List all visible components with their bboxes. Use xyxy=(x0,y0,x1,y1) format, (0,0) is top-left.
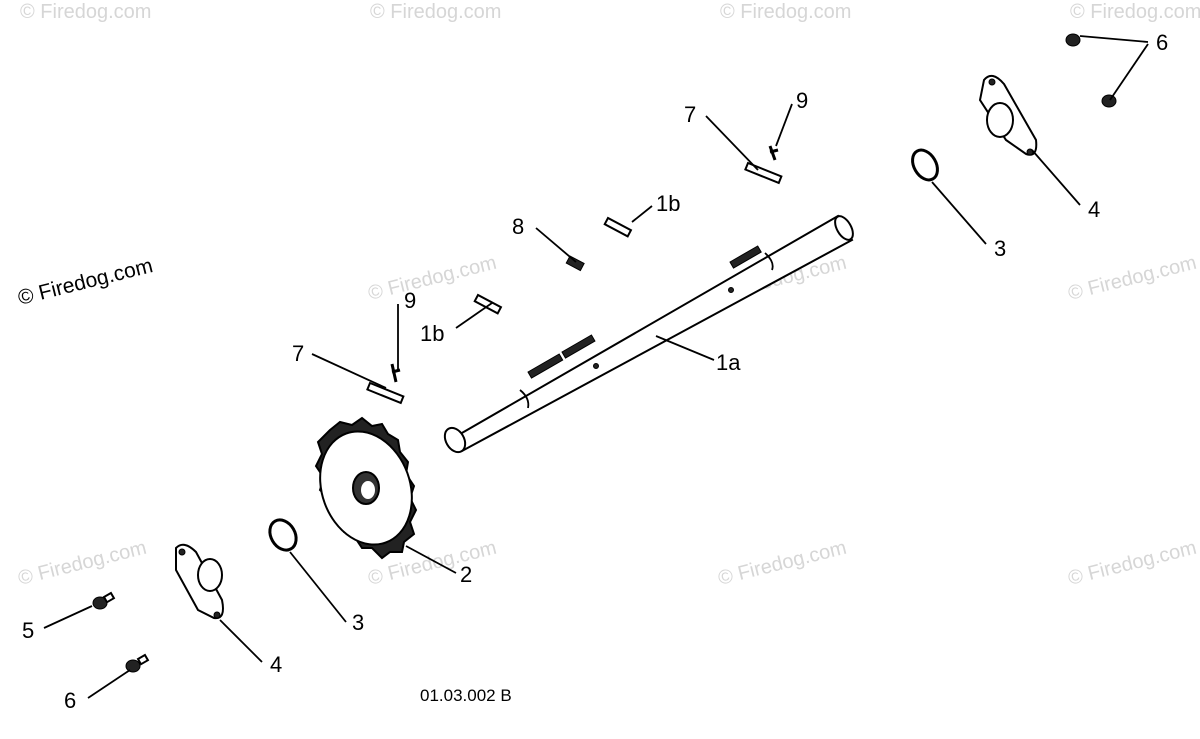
callout-3: 3 xyxy=(352,610,364,635)
callout-7: 7 xyxy=(292,341,304,366)
shaft-part xyxy=(443,214,854,454)
callout-2: 2 xyxy=(460,562,472,587)
callout-6: 6 xyxy=(64,688,76,713)
callout-1a: 1a xyxy=(716,350,741,375)
watermark: © Firedog.com xyxy=(1066,252,1199,305)
leader-lines xyxy=(43,35,1149,699)
watermark-layer: © Firedog.com © Firedog.com © Firedog.co… xyxy=(16,1,1200,590)
callout-1b: 1b xyxy=(656,191,680,216)
washer-right-part xyxy=(911,148,939,182)
watermark: © Firedog.com xyxy=(16,537,149,590)
callout-4: 4 xyxy=(270,652,282,677)
callout-8: 8 xyxy=(512,214,524,239)
watermark-dark: © Firedog.com xyxy=(16,254,155,310)
drawing-code: 01.03.002 B xyxy=(420,686,512,705)
watermark: © Firedog.com xyxy=(20,1,151,23)
callout-7: 7 xyxy=(684,102,696,127)
callout-1b: 1b xyxy=(420,321,444,346)
bearing-plate-right-part xyxy=(978,74,1038,156)
small-parts xyxy=(366,145,783,405)
bearing-plate-left-part xyxy=(175,543,224,620)
washer-left-part xyxy=(268,518,298,552)
callout-6: 6 xyxy=(1156,30,1168,55)
callout-9: 9 xyxy=(796,88,808,113)
callout-9: 9 xyxy=(404,288,416,313)
callout-3: 3 xyxy=(994,236,1006,261)
callout-labels: 6 4 3 9 7 1b 8 1a 9 1b 7 2 3 5 4 6 xyxy=(22,30,1168,713)
sprocket-part xyxy=(314,416,418,560)
watermark: © Firedog.com xyxy=(1066,537,1199,590)
callout-5: 5 xyxy=(22,618,34,643)
watermark: © Firedog.com xyxy=(370,1,501,23)
watermark: © Firedog.com xyxy=(1070,1,1200,23)
fastener-parts xyxy=(92,33,1117,673)
watermark: © Firedog.com xyxy=(716,537,849,590)
watermark: © Firedog.com xyxy=(720,1,851,23)
callout-4: 4 xyxy=(1088,197,1100,222)
